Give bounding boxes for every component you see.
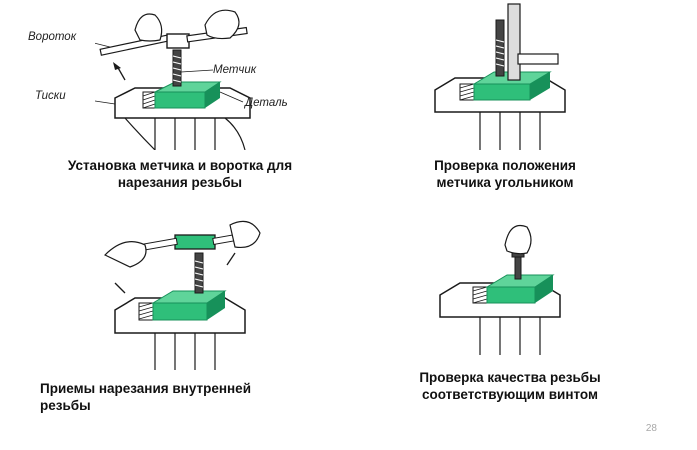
label-part: Деталь: [245, 97, 288, 109]
caption-thread-check: Проверка качества резьбы соответствующим…: [419, 370, 601, 402]
label-tap: Метчик: [213, 64, 257, 76]
caption-tap-setup: Установка метчика и воротка для нарезани…: [67, 158, 293, 190]
page-number: 28: [645, 423, 657, 434]
illustration-square-check: [430, 0, 580, 150]
illustration-thread-check: [435, 215, 575, 355]
label-vise: Тиски: [35, 90, 66, 102]
caption-square-check: Проверка положения метчика угольником: [434, 158, 576, 190]
label-tap-wrench: Вороток: [28, 31, 77, 43]
illustration-cutting-technique: [95, 205, 265, 370]
illustration-tap-setup: [95, 0, 315, 150]
caption-cutting-technique: Приемы нарезания внутренней резьбы: [40, 381, 251, 413]
